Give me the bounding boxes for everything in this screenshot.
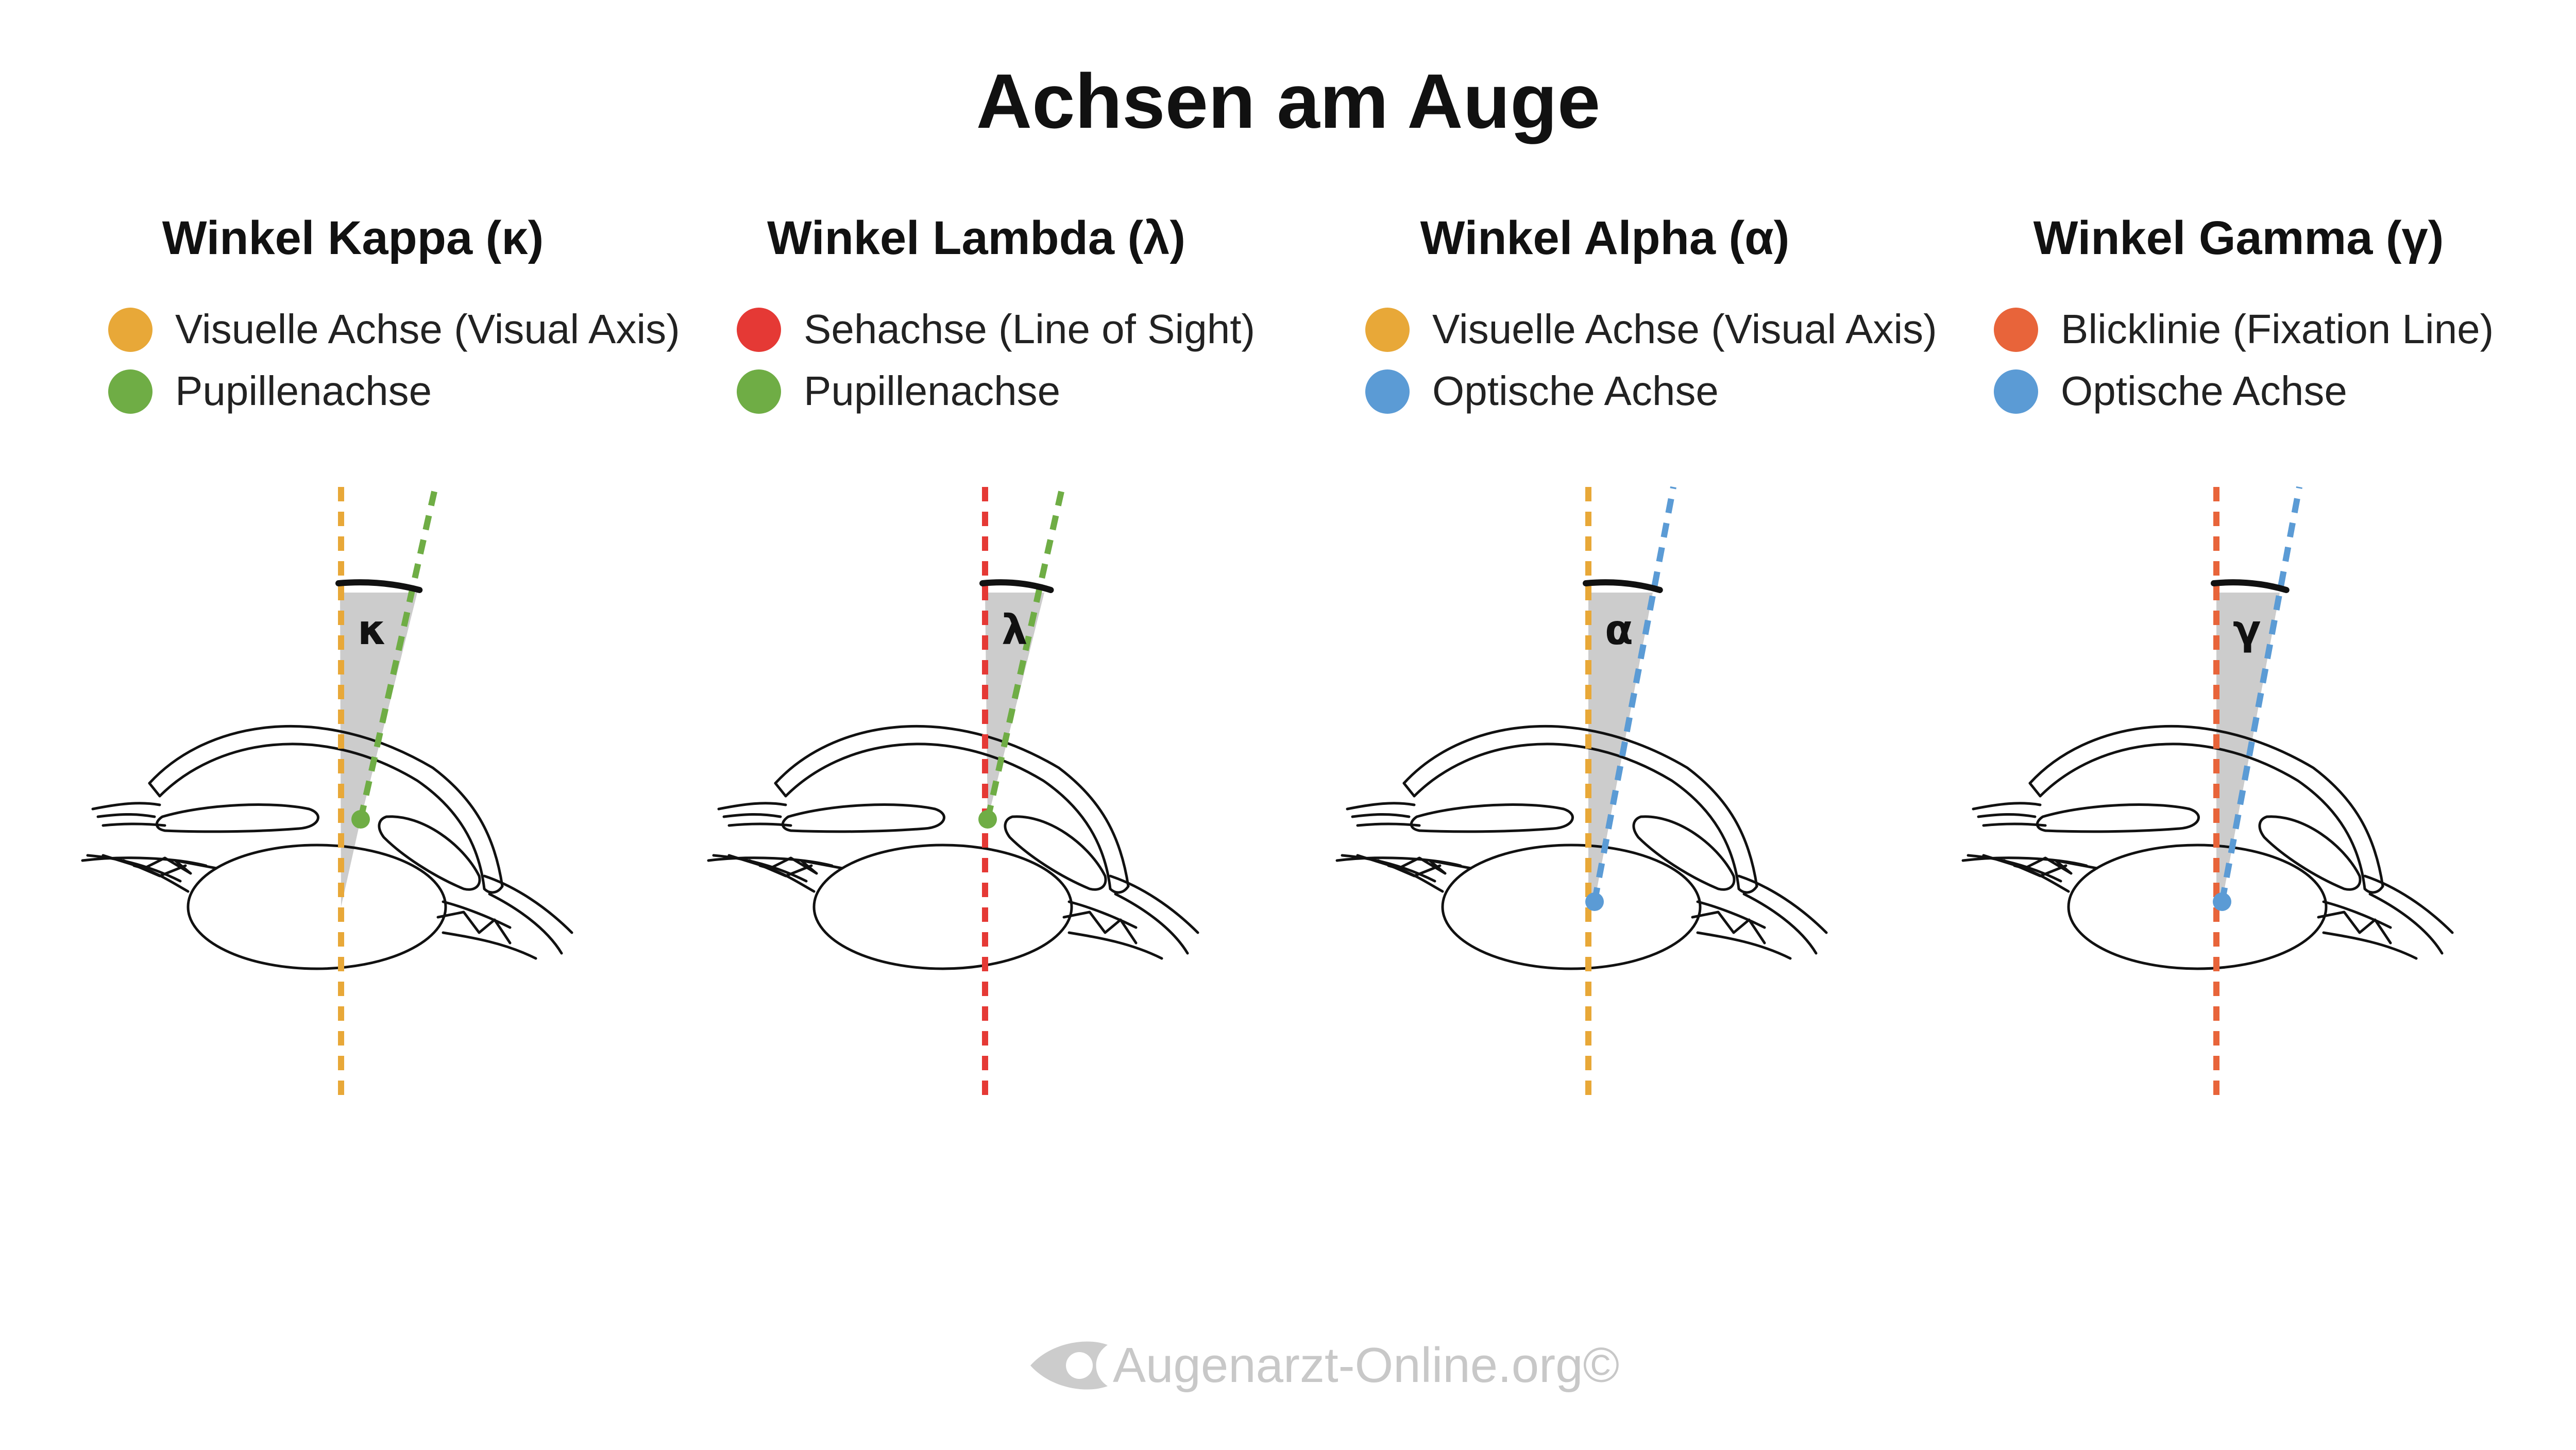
legend-dot bbox=[1365, 369, 1410, 414]
axis-line-secondary bbox=[985, 486, 1065, 820]
eye-cross-section-icon bbox=[708, 726, 1198, 969]
eye-cross-section-icon bbox=[82, 726, 572, 969]
legend-dot bbox=[1994, 308, 2038, 352]
panel-title-alpha: Winkel Alpha (α) bbox=[1420, 212, 1790, 264]
panel-diagram-gamma: γ bbox=[1963, 486, 2452, 1098]
angle-symbol-kappa: κ bbox=[358, 606, 387, 654]
panel-title-kappa: Winkel Kappa (κ) bbox=[162, 212, 544, 264]
panel-diagram-alpha: α bbox=[1337, 486, 1826, 1098]
panel-diagram-kappa: κ bbox=[82, 486, 572, 1098]
legend-label: Pupillenachse bbox=[804, 368, 1061, 414]
legend-dot bbox=[1994, 369, 2038, 414]
angle-arc bbox=[1583, 579, 1663, 593]
eye-cross-section-icon bbox=[1963, 726, 2452, 969]
legend-dot bbox=[737, 308, 781, 352]
angle-arc bbox=[979, 579, 1054, 593]
angle-symbol-alpha: α bbox=[1605, 606, 1633, 654]
watermark-text: Augenarzt-Online.org© bbox=[1113, 1338, 1620, 1393]
panel-title-lambda: Winkel Lambda (λ) bbox=[767, 212, 1185, 264]
axis-line-secondary bbox=[358, 486, 438, 820]
legend-label: Visuelle Achse (Visual Axis) bbox=[175, 306, 680, 352]
legend-label: Blicklinie (Fixation Line) bbox=[2061, 306, 2494, 352]
legend-label: Optische Achse bbox=[2061, 368, 2347, 414]
axis-line-secondary bbox=[2219, 486, 2302, 903]
angle-arc bbox=[2211, 579, 2290, 593]
legend-dot bbox=[108, 308, 152, 352]
legend-dot bbox=[737, 369, 781, 414]
nodal-point-dot bbox=[1585, 892, 1604, 911]
axis-line-secondary bbox=[1591, 486, 1676, 903]
angle-symbol-lambda: λ bbox=[1002, 606, 1028, 654]
pupil-center-dot bbox=[978, 810, 997, 829]
panel-title-gamma: Winkel Gamma (γ) bbox=[2033, 212, 2444, 264]
angle-symbol-gamma: γ bbox=[2233, 606, 2261, 654]
legend-label: Pupillenachse bbox=[175, 368, 432, 414]
eye-logo-icon bbox=[1030, 1341, 1108, 1390]
angle-wedge bbox=[340, 593, 417, 907]
nodal-point-dot bbox=[2213, 892, 2231, 911]
angle-arc bbox=[335, 579, 423, 593]
page-title: Achsen am Auge bbox=[976, 58, 1601, 144]
legend-label: Visuelle Achse (Visual Axis) bbox=[1432, 306, 1937, 352]
legend-label: Sehachse (Line of Sight) bbox=[804, 306, 1256, 352]
pupil-center-dot bbox=[351, 810, 370, 829]
legend-dot bbox=[1365, 308, 1410, 352]
legend-dot bbox=[108, 369, 152, 414]
panel-diagram-lambda: λ bbox=[708, 486, 1198, 1098]
legend-label: Optische Achse bbox=[1432, 368, 1719, 414]
eye-cross-section-icon bbox=[1337, 726, 1826, 969]
